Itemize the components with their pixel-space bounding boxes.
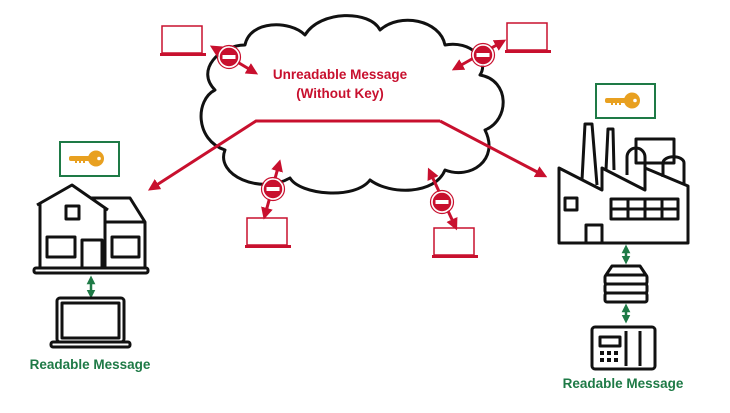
intruder-laptop-top-right bbox=[504, 22, 552, 54]
laptop-icon bbox=[49, 296, 132, 349]
intruder-laptop-top-left bbox=[159, 25, 207, 57]
factory-icon bbox=[557, 122, 690, 245]
intruder-laptop-bottom-right bbox=[431, 227, 479, 259]
left-readable-label: Readable Message bbox=[30, 357, 151, 372]
server-icon bbox=[603, 264, 649, 304]
message-path bbox=[147, 119, 440, 191]
stop-icon bbox=[429, 189, 455, 215]
cloud-subtitle: (Without Key) bbox=[296, 86, 384, 101]
stop-icon bbox=[470, 42, 496, 68]
right-readable-label: Readable Message bbox=[563, 376, 684, 391]
cloud-title: Unreadable Message bbox=[273, 67, 408, 82]
control-panel-icon bbox=[590, 325, 657, 371]
stop-icon bbox=[216, 44, 242, 70]
message-path-right bbox=[439, 119, 548, 178]
intruder-laptop-bottom-left bbox=[244, 217, 292, 249]
stop-icon bbox=[260, 176, 286, 202]
cloud-shape bbox=[199, 14, 505, 195]
house-icon bbox=[32, 183, 150, 275]
